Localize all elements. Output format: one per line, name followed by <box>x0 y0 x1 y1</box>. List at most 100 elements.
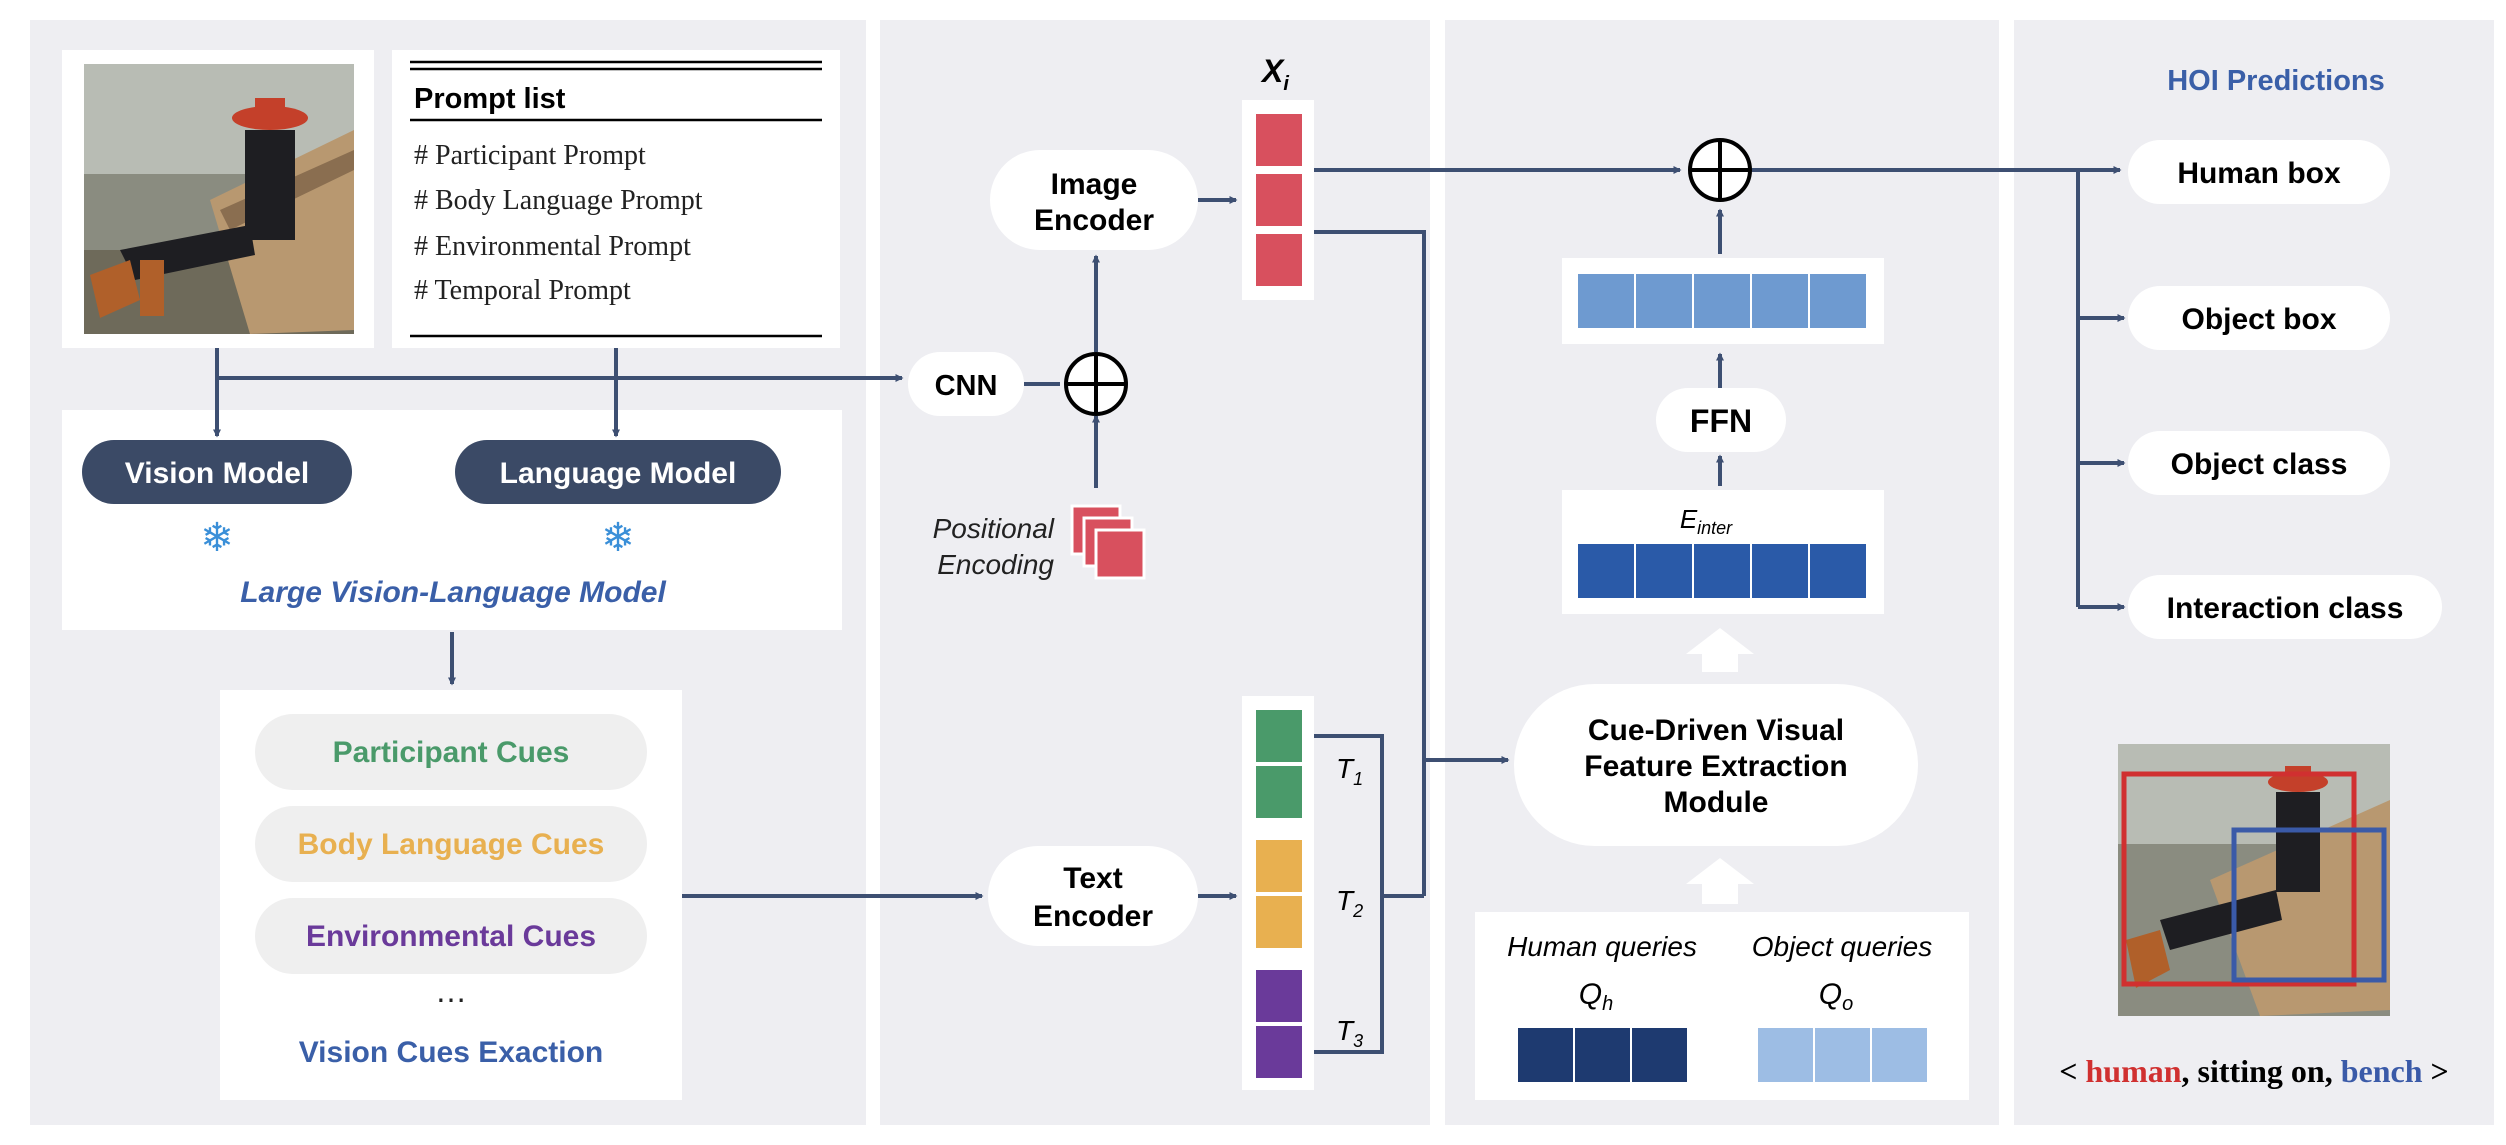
text-encoder-pill <box>988 846 1198 946</box>
qh-subscript: h <box>1602 993 1613 1015</box>
cue-driven-module-label-1: Cue-Driven Visual <box>1588 714 1844 747</box>
add-fusion-icon <box>1688 138 1752 202</box>
object-bbox <box>2231 827 2387 983</box>
text-token-column <box>1242 696 1314 1090</box>
hoi-triplet: < human, sitting on, bench > <box>2059 1053 2448 1089</box>
t1-token <box>1256 766 1302 818</box>
image-encoder-label-2: Encoder <box>1034 204 1154 237</box>
prompt-list-card: Prompt list # Participant Prompt # Body … <box>392 50 840 348</box>
object-query-token <box>1872 1028 1927 1082</box>
prompt-item-1: # Participant Prompt <box>414 140 646 171</box>
input-image <box>62 50 374 348</box>
panel2-connectors <box>682 196 1510 1054</box>
t3-subscript: 3 <box>1353 1031 1363 1051</box>
human-query-token <box>1632 1028 1687 1082</box>
xi-subscript: i <box>1283 73 1289 95</box>
body-language-cues-label: Body Language Cues <box>298 828 605 861</box>
cue-pill <box>255 898 647 974</box>
cues-ellipsis: … <box>435 973 467 1009</box>
t3-label: T3 <box>1336 1015 1363 1051</box>
object-query-token <box>1758 1028 1813 1082</box>
cnn-pill <box>908 352 1024 416</box>
triplet-human: human <box>2086 1053 2182 1089</box>
vision-model-pill <box>82 440 352 504</box>
vision-cues-box: Participant Cues Body Language Cues Envi… <box>220 690 682 1100</box>
object-box-pill <box>2128 286 2390 350</box>
hoi-predictions-title: HOI Predictions <box>2167 65 2385 97</box>
positional-encoding-label-2: Encoding <box>937 549 1054 580</box>
panel4-connectors <box>2076 170 2126 611</box>
human-query-token <box>1575 1028 1630 1082</box>
text-encoder-label-2: Encoder <box>1033 900 1153 933</box>
xi-token <box>1256 174 1302 226</box>
object-queries-label: Object queries <box>1752 931 1933 962</box>
t1-subscript: 1 <box>1353 769 1363 789</box>
e-inter-token-row <box>1562 490 1884 614</box>
image-encoder-pill <box>990 150 1198 250</box>
cue-pill <box>255 806 647 882</box>
t3-token <box>1256 1026 1302 1078</box>
object-class-pill <box>2128 431 2390 495</box>
xi-token <box>1256 114 1302 166</box>
interaction-class-label: Interaction class <box>2167 592 2404 625</box>
t2-token <box>1256 896 1302 948</box>
add-positional-icon <box>1064 352 1128 416</box>
panel3-connectors <box>1314 166 2122 486</box>
triplet-object: bench <box>2341 1053 2423 1089</box>
xi-token <box>1256 234 1302 286</box>
qo-subscript: o <box>1842 993 1853 1015</box>
object-class-label: Object class <box>2171 448 2348 481</box>
prompt-list-title: Prompt list <box>414 83 566 115</box>
t1-label: T1 <box>1336 753 1363 789</box>
ffn-label: FFN <box>1690 403 1752 439</box>
cue-driven-module-label-3: Module <box>1664 786 1769 819</box>
prompt-item-2: # Body Language Prompt <box>414 185 703 216</box>
snowflake-icon: ❄ <box>601 516 635 560</box>
prompt-item-4: # Temporal Prompt <box>414 275 631 306</box>
ffn-pill <box>1656 388 1786 452</box>
object-query-token <box>1815 1028 1870 1082</box>
t2-label: T2 <box>1336 885 1363 921</box>
language-model-pill <box>455 440 781 504</box>
image-encoder-label-1: Image <box>1051 168 1138 201</box>
interaction-class-pill <box>2128 575 2442 639</box>
queries-box: Human queries Object queries Qh Qo <box>1475 912 1969 1100</box>
human-query-token <box>1518 1028 1573 1082</box>
human-box-pill <box>2128 140 2390 204</box>
environmental-cues-label: Environmental Cues <box>306 920 596 953</box>
object-box-label: Object box <box>2181 303 2336 336</box>
t3-token <box>1256 970 1302 1022</box>
positional-encoding-stack <box>1070 504 1146 580</box>
panel1-connectors <box>213 348 904 686</box>
t2-subscript: 2 <box>1352 901 1363 921</box>
t2-token <box>1256 840 1302 892</box>
lvlm-box: Vision Model Language Model ❄ ❄ Large Vi… <box>62 410 842 630</box>
human-bbox <box>2121 771 2357 987</box>
language-model-label: Language Model <box>500 457 737 490</box>
e-inter-label: Einter <box>1680 504 1733 538</box>
qo-label: Qo <box>1819 978 1853 1015</box>
cue-driven-module-pill <box>1514 684 1918 846</box>
result-image <box>2118 744 2390 1016</box>
snowflake-icon: ❄ <box>200 516 234 560</box>
e-inter-subscript: inter <box>1697 518 1733 538</box>
xi-token-column <box>1242 100 1314 300</box>
cnn-label: CNN <box>935 370 998 402</box>
lvlm-label: Large Vision-Language Model <box>240 576 666 609</box>
participant-cues-label: Participant Cues <box>333 736 570 769</box>
vision-cues-caption: Vision Cues Exaction <box>299 1036 604 1069</box>
thick-arrow-up <box>1686 628 1754 672</box>
qh-label: Qh <box>1579 978 1613 1015</box>
human-box-label: Human box <box>2177 157 2341 190</box>
positional-encoding-label-1: Positional <box>933 513 1055 544</box>
cue-driven-module-label-2: Feature Extraction <box>1584 750 1847 783</box>
text-encoder-label-1: Text <box>1063 862 1122 895</box>
t1-token <box>1256 710 1302 762</box>
human-queries-label: Human queries <box>1507 931 1697 962</box>
thick-arrow-up <box>1686 858 1754 904</box>
vision-model-label: Vision Model <box>125 457 309 490</box>
output-token-row <box>1562 258 1884 344</box>
xi-label: Xi <box>1260 53 1289 95</box>
prompt-item-3: # Environmental Prompt <box>414 231 691 262</box>
